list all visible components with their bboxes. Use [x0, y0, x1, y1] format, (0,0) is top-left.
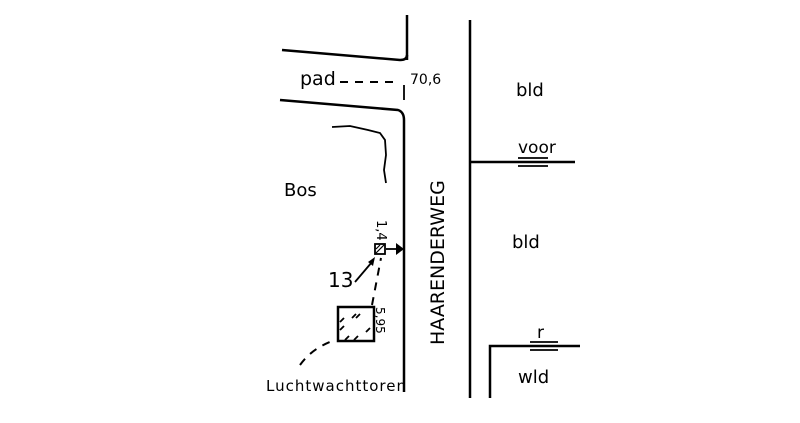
tower-link-line: [371, 257, 382, 306]
voor-label: voor: [518, 138, 556, 158]
tower-symbol: [336, 305, 376, 343]
bos-label: Bos: [284, 180, 317, 201]
bld-label-mid: bld: [512, 232, 540, 253]
road-name-label: HAARENDERWEG: [427, 180, 449, 345]
height-label: 70,6: [410, 72, 441, 88]
distance-label-2: 5,95: [373, 307, 387, 334]
tower-leader-line: [299, 339, 336, 366]
wld-label: wld: [518, 367, 549, 388]
r-label: r: [537, 323, 544, 343]
number-arrow: [354, 261, 373, 283]
number-label: 13: [328, 268, 353, 292]
distance-label-1: 1,4: [373, 220, 388, 241]
path-edge-north: [281, 48, 409, 62]
arrow-head-icon: [396, 243, 404, 255]
wld-boundary: [488, 344, 580, 398]
bld-label-top: bld: [516, 80, 544, 101]
forest-edge: [331, 125, 387, 184]
road-edge-west: [279, 98, 406, 392]
pad-label: pad: [300, 68, 336, 90]
tower-label: Luchtwachttoren: [266, 377, 407, 395]
